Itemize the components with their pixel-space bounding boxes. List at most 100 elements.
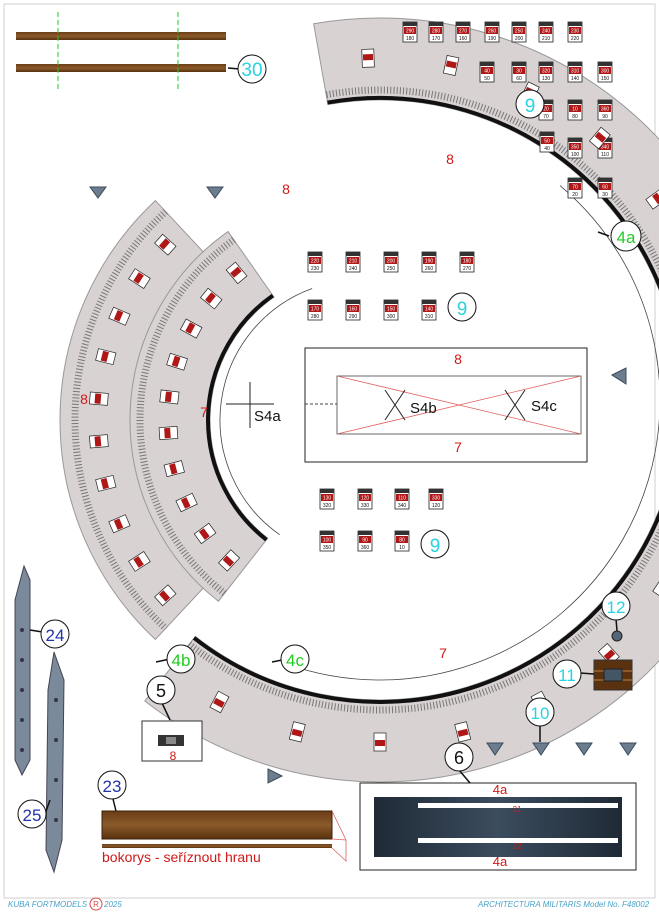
- tag-value-b: 200: [515, 36, 524, 42]
- callout-24: 24: [40, 619, 70, 649]
- tag-value-a: 310: [571, 69, 580, 75]
- tag-value-b: 40: [544, 146, 550, 152]
- tag-value-b: 150: [601, 76, 610, 82]
- edge-number: 8: [446, 151, 454, 167]
- ring-tag: [199, 287, 223, 310]
- footer-left: KUBA FORTMODELS: [8, 900, 88, 909]
- ring-tag: [166, 352, 188, 371]
- ring-tag: [454, 721, 472, 743]
- callout-6: 6: [444, 742, 474, 772]
- callout-12: 12: [601, 591, 631, 621]
- tag-value-b: 170: [432, 36, 441, 42]
- tag-value-a: 340: [601, 145, 610, 151]
- tag-value-a: 240: [542, 29, 551, 35]
- callout-5: 5: [146, 675, 176, 705]
- tag-value-a: 330: [432, 496, 441, 502]
- ring-tag: [95, 474, 117, 492]
- tag-value-b: 100: [571, 152, 580, 158]
- ring-tag: [361, 48, 375, 68]
- triangle-markers: [89, 186, 627, 784]
- tag-value-a: 90: [362, 538, 368, 544]
- ring-tag: [288, 721, 306, 743]
- tag-value-b: 320: [323, 503, 332, 509]
- tag-value-b: 140: [571, 76, 580, 82]
- edge-number: 7: [200, 404, 208, 420]
- ring-tag: [95, 348, 117, 366]
- ring-tag: [163, 460, 185, 478]
- part6-label-bottom: 4a: [493, 854, 508, 869]
- ring-tag: [128, 551, 151, 572]
- tag-value-a: 100: [323, 538, 332, 544]
- tag-value-b: 120: [432, 503, 441, 509]
- tag-value-a: 70: [572, 185, 578, 191]
- tag-value-a: 350: [571, 145, 580, 151]
- tag-value-a: 320: [542, 69, 551, 75]
- edge-number: 8: [282, 181, 290, 197]
- callout-25: 25: [17, 799, 47, 829]
- tag-value-b: 290: [349, 314, 358, 320]
- svg-text:9: 9: [457, 299, 468, 320]
- svg-text:4c: 4c: [286, 651, 304, 670]
- tag-value-a: 150: [387, 307, 396, 313]
- ring-tag: [218, 549, 241, 572]
- part6-label-top: 4a: [493, 782, 508, 797]
- tag-value-b: 10: [399, 545, 405, 551]
- tag-value-a: 140: [425, 307, 434, 313]
- tag-value-a: 210: [349, 259, 358, 265]
- edge-number: 8: [170, 749, 177, 763]
- svg-text:25: 25: [23, 806, 42, 825]
- ring-tag: [645, 188, 659, 210]
- tag-value-a: 60: [602, 185, 608, 191]
- ring-tag: [159, 389, 180, 405]
- svg-text:9: 9: [430, 536, 441, 557]
- part-5: [141, 720, 203, 762]
- beam-30: [16, 12, 226, 92]
- edge-number: 7: [439, 645, 447, 661]
- tag-value-b: 330: [361, 503, 370, 509]
- tag-value-b: 310: [425, 314, 434, 320]
- part6-number-21: 21: [513, 805, 522, 814]
- svg-text:10: 10: [531, 704, 550, 723]
- svg-text:4b: 4b: [172, 651, 191, 670]
- svg-text:12: 12: [607, 598, 626, 617]
- tag-value-a: 220: [311, 259, 320, 265]
- tag-value-b: 250: [387, 266, 396, 272]
- ring-tag: [89, 391, 109, 406]
- section-label-s4a: S4a: [254, 408, 281, 425]
- callout-4b: 4b: [166, 644, 196, 674]
- tag-value-b: 340: [398, 503, 407, 509]
- tag-value-a: 230: [571, 29, 580, 35]
- tag-value-b: 50: [484, 76, 490, 82]
- callout-9b: 9: [447, 292, 477, 322]
- tag-value-b: 280: [311, 314, 320, 320]
- edge-number: 8: [80, 391, 88, 407]
- tag-value-a: 170: [311, 307, 320, 313]
- footer-year: 2025: [103, 900, 122, 909]
- tag-value-b: 110: [601, 152, 609, 158]
- tag-value-b: 160: [459, 36, 468, 42]
- blade-part-25: [45, 651, 65, 874]
- footer-registered: R: [93, 900, 99, 909]
